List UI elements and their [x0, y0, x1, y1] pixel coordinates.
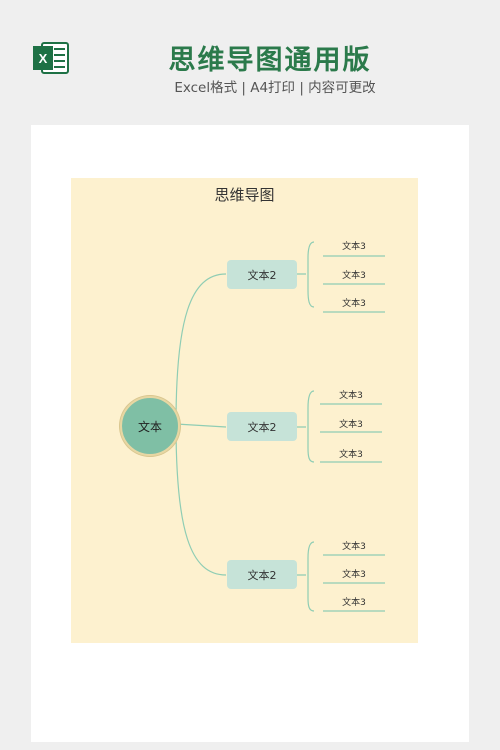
page-subtitle: Excel格式 | A4打印 | 内容可更改: [174, 80, 376, 96]
connector-brace-2: [297, 390, 315, 463]
leaf-node: 文本3: [339, 420, 363, 430]
branch-node-3: 文本2: [227, 560, 297, 589]
center-node: 文本: [120, 396, 180, 456]
connector-brace-3: [297, 541, 315, 612]
connector-brace-1: [297, 241, 315, 308]
leaf-node: 文本3: [342, 542, 366, 552]
connector-branch-2: [175, 423, 227, 428]
leaf-node: 文本3: [342, 299, 366, 309]
excel-icon: X: [33, 42, 69, 74]
branch-node-1: 文本2: [227, 260, 297, 289]
leaf-node: 文本3: [342, 242, 366, 252]
connector-branch-1: [175, 273, 227, 425]
svg-text:X: X: [39, 51, 48, 66]
mindmap-title: 思维导图: [214, 186, 275, 204]
branch-node-2: 文本2: [227, 412, 297, 441]
page-title: 思维导图通用版: [168, 45, 372, 76]
leaf-node: 文本3: [342, 570, 366, 580]
header: X 思维导图通用版 Excel格式 | A4打印 | 内容可更改: [0, 0, 500, 110]
leaf-node: 文本3: [339, 450, 363, 460]
leaf-node: 文本3: [342, 598, 366, 608]
connector-branch-3: [175, 423, 227, 576]
leaf-node: 文本3: [339, 391, 363, 401]
leaf-node: 文本3: [342, 271, 366, 281]
